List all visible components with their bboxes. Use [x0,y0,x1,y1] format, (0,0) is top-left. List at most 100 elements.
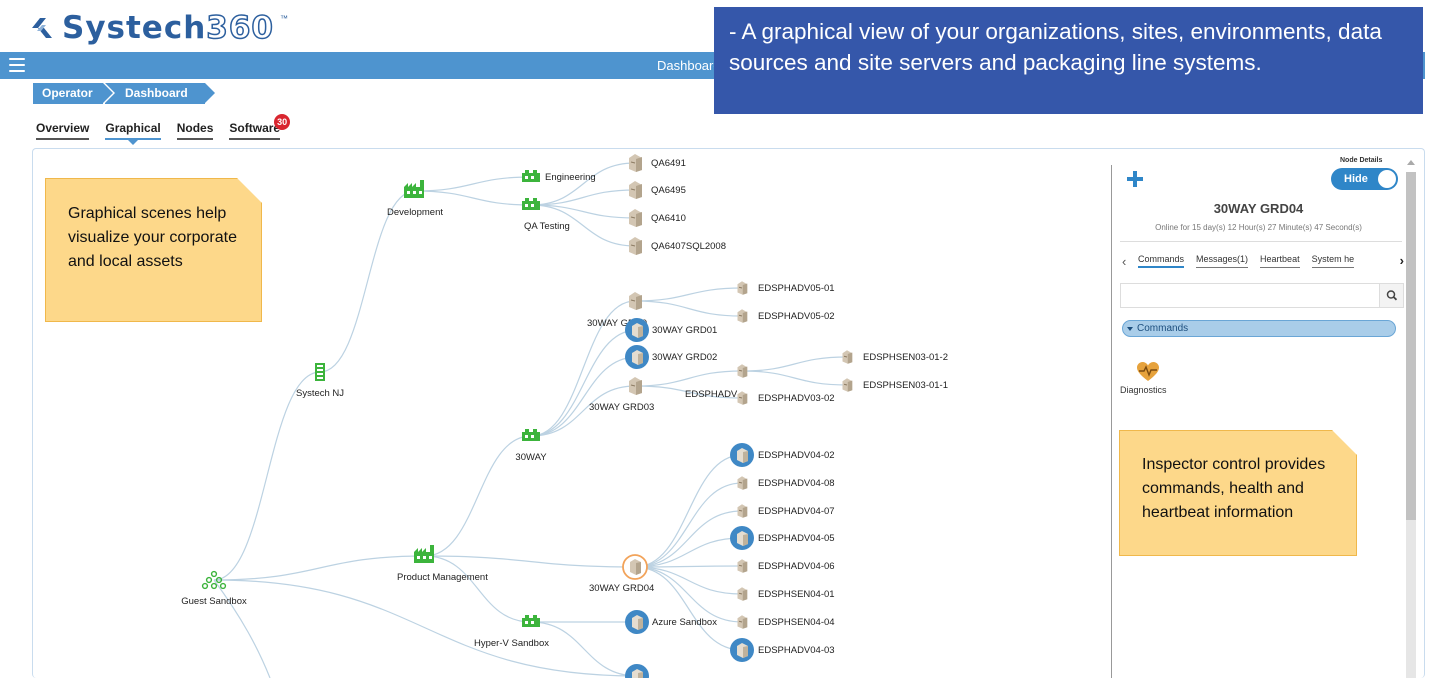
tree-node-s03012[interactable]: EDSPHSEN03-01-2 [842,350,949,364]
callout-inspector-control: Inspector control provides commands, hea… [1119,430,1357,556]
tree-node-qat[interactable]: QA Testing [522,198,570,232]
tree-link [634,300,743,317]
breadcrumb-item-dashboard[interactable]: Dashboard [105,83,215,104]
tab-graphical[interactable]: Graphical [105,121,161,145]
tree-link [634,566,743,623]
tree-node-azure[interactable]: Azure Sandbox [625,610,717,634]
tree-link [213,555,426,581]
tree-link [634,566,743,595]
tree-links [213,162,848,678]
tree-node-e0302[interactable]: EDSPHADV03-02 [737,391,835,405]
breadcrumb: Operator Dashboard [33,83,215,104]
server-icon [629,377,642,395]
tree-node-label: 30WAY GRD01 [652,325,717,336]
tree-node-label: EDSPHADV03-02 [758,393,835,404]
tree-node-prod[interactable]: Product Management [397,545,488,583]
node-details-label: Node Details [1340,157,1383,164]
hamburger-menu-icon[interactable] [9,58,25,72]
tree-node-w30[interactable]: 30WAY [515,429,547,463]
tree-node-e0406[interactable]: EDSPHADV04-06 [737,559,835,573]
tree-node-s0404[interactable]: EDSPHSEN04-04 [737,615,835,629]
tree-node-label: Development [387,207,443,218]
tree-node-dev[interactable]: Development [387,180,443,218]
tree-node-s0401[interactable]: EDSPHSEN04-01 [737,587,835,601]
software-count-badge: 30 [274,114,291,130]
tree-node-e0502[interactable]: EDSPHADV05-02 [737,309,835,323]
tree-node-grd04[interactable]: 30WAY GRD04 [589,554,654,594]
tree-link [424,555,636,568]
small-server-icon [737,309,748,323]
inspector-search [1120,283,1404,308]
tree-node-qa6495[interactable]: QA6495 [629,181,686,199]
tree-node-label: Product Management [397,572,488,583]
inspector-tab-system-health[interactable]: System he [1311,254,1355,268]
disk-server-icon [730,526,754,550]
inspector-tab-heartbeat[interactable]: Heartbeat [1260,254,1300,268]
tree-node-hyperv[interactable]: Hyper-V Sandbox [474,615,549,649]
tree-node-grd0x[interactable]: 30WAY GRD0 [587,292,647,329]
scroll-thumb[interactable] [1406,172,1416,520]
asset-tree-graph[interactable]: Guest Sandbox Systech NJ Development Engine… [32,148,1110,678]
tree-link [213,371,321,581]
tree-node-guest[interactable]: Guest Sandbox [181,570,247,607]
add-icon[interactable] [1127,171,1143,187]
tab-nodes[interactable]: Nodes [176,121,214,140]
search-button[interactable] [1379,284,1403,307]
tree-link [634,565,743,568]
command-search-input[interactable] [1121,284,1379,307]
inspector-scrollbar[interactable] [1404,158,1418,678]
chevron-left-icon[interactable]: ‹ [1122,254,1127,269]
tree-node-label: EDSPHSEN04-01 [758,589,835,600]
tree-link [634,370,743,387]
small-server-icon [737,476,748,490]
disk-server-icon [625,610,649,634]
tree-node-e0405[interactable]: EDSPHADV04-05 [730,526,835,550]
tree-node-edsphadv[interactable]: EDSPHADV [685,364,748,400]
tree-link [414,176,532,192]
tree-node-label: EDSPHADV04-05 [758,533,835,544]
breadcrumb-item-operator[interactable]: Operator [33,83,115,104]
tree-node-e0408[interactable]: EDSPHADV04-08 [737,476,835,490]
tree-node-e0501[interactable]: EDSPHADV05-01 [737,281,835,295]
inspector-tab-commands[interactable]: Commands [1138,254,1185,268]
disk-server-icon [625,345,649,369]
tree-node-grd01[interactable]: 30WAY GRD01 [625,318,717,342]
tree-node-extra[interactable] [625,664,649,678]
tree-link [741,356,848,372]
site-icon [522,170,540,182]
tree-link [424,435,532,557]
toggle-knob [1378,170,1396,188]
chevron-right-icon[interactable]: › [1399,253,1404,268]
tree-node-e0402[interactable]: EDSPHADV04-02 [730,443,835,467]
tree-node-qa6491[interactable]: QA6491 [629,154,686,172]
tree-node-qa6410[interactable]: QA6410 [629,209,686,227]
description-banner-text: - A graphical view of your organizations… [729,19,1382,75]
logo-trademark: ™ [280,14,288,23]
selected-server-icon [622,554,648,580]
disk-server-icon [625,664,649,678]
tree-node-label: EDSPHADV05-01 [758,283,835,294]
tree-node-s03011[interactable]: EDSPHSEN03-01-1 [842,378,949,392]
diagnostics-command[interactable]: Diagnostics [1120,359,1180,399]
tree-node-e0407[interactable]: EDSPHADV04-07 [737,504,835,518]
tree-node-grd02[interactable]: 30WAY GRD02 [625,345,717,369]
inspector-tab-messages[interactable]: Messages(1) [1196,254,1249,268]
node-details-toggle[interactable]: Hide [1331,168,1398,190]
inspector-panel: Node Details Hide 30WAY GRD04 Online for… [1111,157,1404,678]
tree-node-eng[interactable]: Engineering [522,170,596,183]
systech360-logo[interactable]: Systech360 ™ [28,9,288,47]
small-server-icon [737,559,748,573]
description-banner: - A graphical view of your organizations… [714,7,1423,114]
disk-server-icon [625,318,649,342]
node-status: Online for 15 day(s) 12 Hour(s) 27 Minut… [1155,223,1362,232]
tree-node-grd03[interactable]: 30WAY GRD03 [589,377,654,413]
tree-node-qa6407[interactable]: QA6407SQL2008 [629,237,726,255]
tab-overview[interactable]: Overview [36,121,90,140]
tree-node-e0403[interactable]: EDSPHADV04-03 [730,638,835,662]
commands-section-header[interactable]: Commands [1122,320,1396,337]
scroll-up-icon[interactable] [1407,160,1415,165]
tree-node-label: EDSPHSEN03-01-1 [863,380,948,391]
tree-node-systech[interactable]: Systech NJ [296,363,344,399]
tree-link [530,329,638,437]
